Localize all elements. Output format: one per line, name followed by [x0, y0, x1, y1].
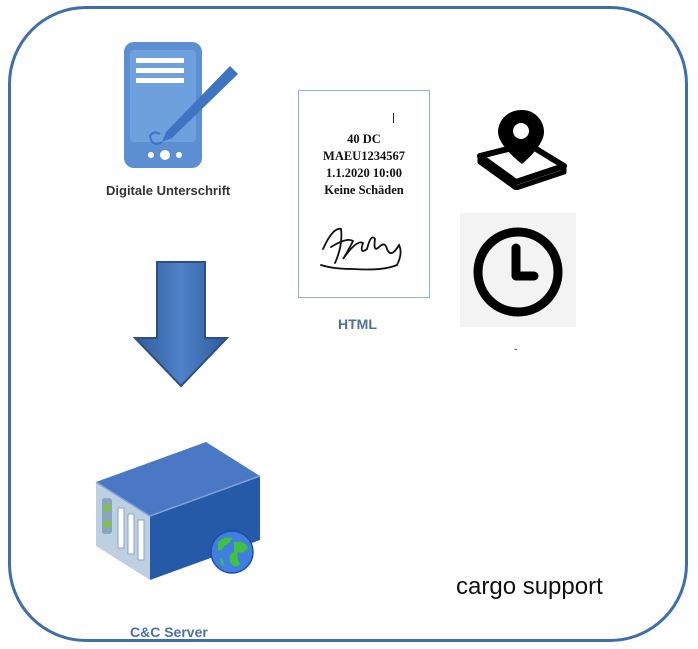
handwritten-signature	[313, 219, 417, 273]
signature-device-label: Digitale Unterschrift	[106, 183, 231, 198]
document-caption: HTML	[338, 316, 377, 332]
text-cursor	[393, 113, 394, 123]
server-icon	[88, 436, 264, 586]
server-caption: C&C Server	[130, 624, 208, 640]
document-text: 40 DC MAEU1234567 1.1.2020 10:00 Keine S…	[299, 131, 429, 199]
doc-line: Keine Schäden	[324, 183, 404, 197]
tablet-pen-icon	[110, 38, 240, 173]
diagram-frame	[8, 6, 688, 642]
location-pin-phone-icon	[466, 104, 570, 191]
doc-line: 40 DC	[347, 132, 381, 146]
arrow-down-icon	[132, 260, 231, 390]
clock-caption: -	[514, 344, 518, 355]
doc-line: 1.1.2020 10:00	[325, 166, 403, 180]
doc-line: MAEU1234567	[323, 149, 405, 163]
brand-label: cargo support	[456, 573, 603, 600]
globe-icon	[208, 528, 256, 576]
signed-document: 40 DC MAEU1234567 1.1.2020 10:00 Keine S…	[298, 90, 430, 298]
clock-icon	[466, 222, 570, 322]
